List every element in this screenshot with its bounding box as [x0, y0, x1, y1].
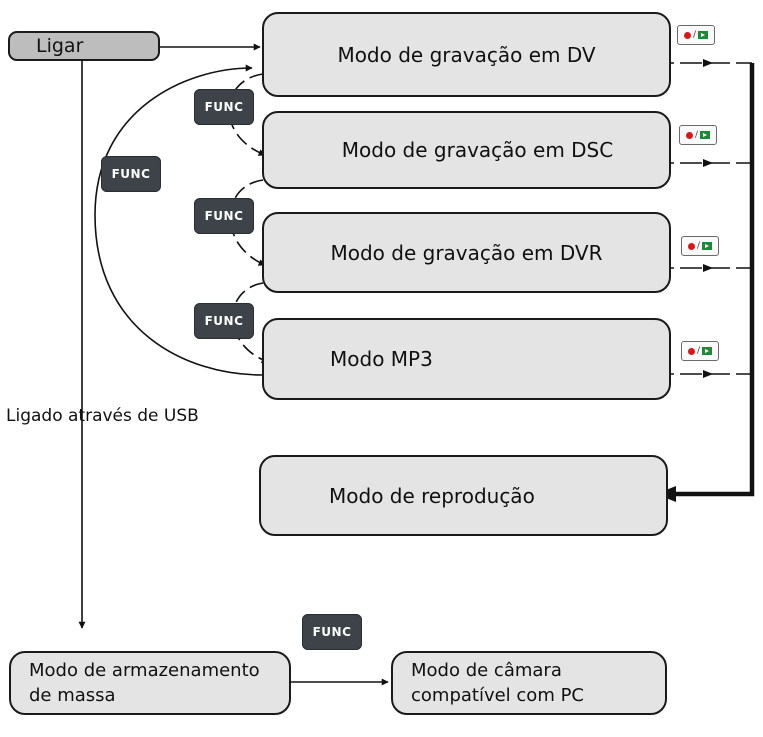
- dsc-record-mode-box: Modo de gravação em DSC: [262, 111, 671, 189]
- pc-camera-label-line1: Modo de câmara: [411, 660, 562, 681]
- loop-mp3-to-dv: [94, 64, 295, 376]
- mass-storage-label-line2: de massa: [29, 685, 116, 706]
- power-on-box: Ligar: [8, 31, 160, 61]
- power-on-label: Ligar: [36, 35, 84, 57]
- func-button-dvr-to-mp3[interactable]: FUNC: [194, 303, 254, 339]
- mass-storage-label-line1: Modo de armazenamento: [29, 660, 260, 681]
- func-button-outer-loop[interactable]: FUNC: [101, 156, 161, 192]
- mp3-mode-box: Modo MP3: [262, 318, 671, 400]
- record-play-toggle-icon[interactable]: /: [679, 125, 717, 145]
- arrow-dsc-to-dvr: [229, 179, 266, 266]
- func-button-mass-to-pccam[interactable]: FUNC: [302, 614, 362, 650]
- playback-mode-box: Modo de reprodução: [259, 455, 668, 536]
- bus-to-playback: [672, 63, 755, 497]
- func-button-dv-to-dsc[interactable]: FUNC: [194, 89, 254, 125]
- pc-camera-mode-box: Modo de câmara compatível com PC: [391, 651, 667, 715]
- playback-mode-label: Modo de reprodução: [329, 483, 535, 508]
- mp3-mode-label: Modo MP3: [330, 347, 433, 371]
- dsc-record-mode-label: Modo de gravação em DSC: [341, 138, 614, 162]
- dvr-record-mode-box: Modo de gravação em DVR: [262, 212, 671, 293]
- pc-camera-label-line2: compatível com PC: [411, 685, 584, 706]
- dvr-record-mode-label: Modo de gravação em DVR: [330, 240, 603, 265]
- record-play-toggle-icon[interactable]: /: [681, 236, 719, 256]
- record-play-toggle-icon[interactable]: /: [677, 25, 715, 45]
- dv-record-mode-box: Modo de gravação em DV: [262, 12, 671, 97]
- dv-record-mode-label: Modo de gravação em DV: [337, 42, 596, 67]
- mass-storage-mode-box: Modo de armazenamento de massa: [9, 651, 291, 715]
- record-play-toggle-icon[interactable]: /: [681, 341, 719, 361]
- func-button-dsc-to-dvr[interactable]: FUNC: [194, 198, 254, 234]
- usb-connection-label: Ligado através de USB: [6, 406, 199, 426]
